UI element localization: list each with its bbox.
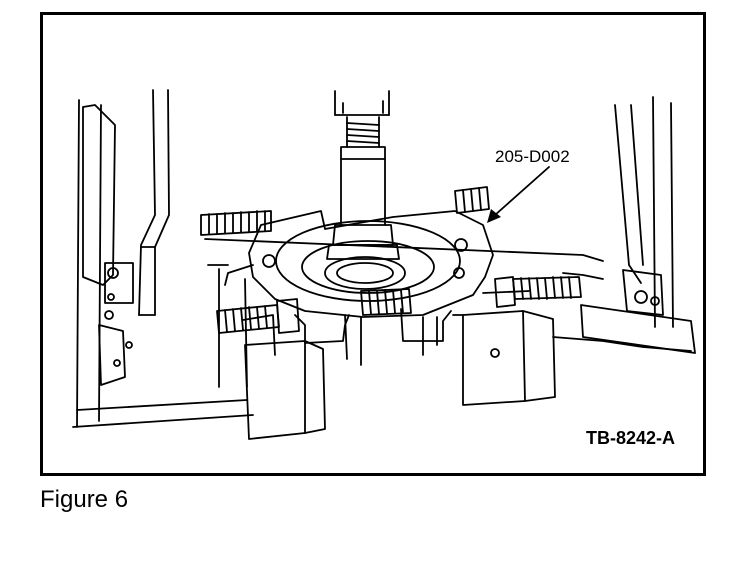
- leader-arrow: [494, 166, 550, 216]
- figure-caption: Figure 6: [40, 486, 129, 513]
- figure-id-label: TB-8242-A: [585, 428, 675, 448]
- support-blocks: [242, 290, 556, 440]
- puller-illustration: [72, 89, 696, 440]
- figure-frame: 205-D002 TB-8242-A: [40, 12, 706, 476]
- part-number-label: 205-D002: [495, 147, 570, 166]
- right-press-frame: [580, 96, 696, 354]
- bearing-splitter: [248, 210, 494, 366]
- arrowhead: [487, 209, 501, 223]
- press-bed: [72, 238, 692, 428]
- press-ram: [326, 90, 400, 260]
- left-press-frame: [76, 89, 170, 428]
- bolts: [200, 186, 582, 334]
